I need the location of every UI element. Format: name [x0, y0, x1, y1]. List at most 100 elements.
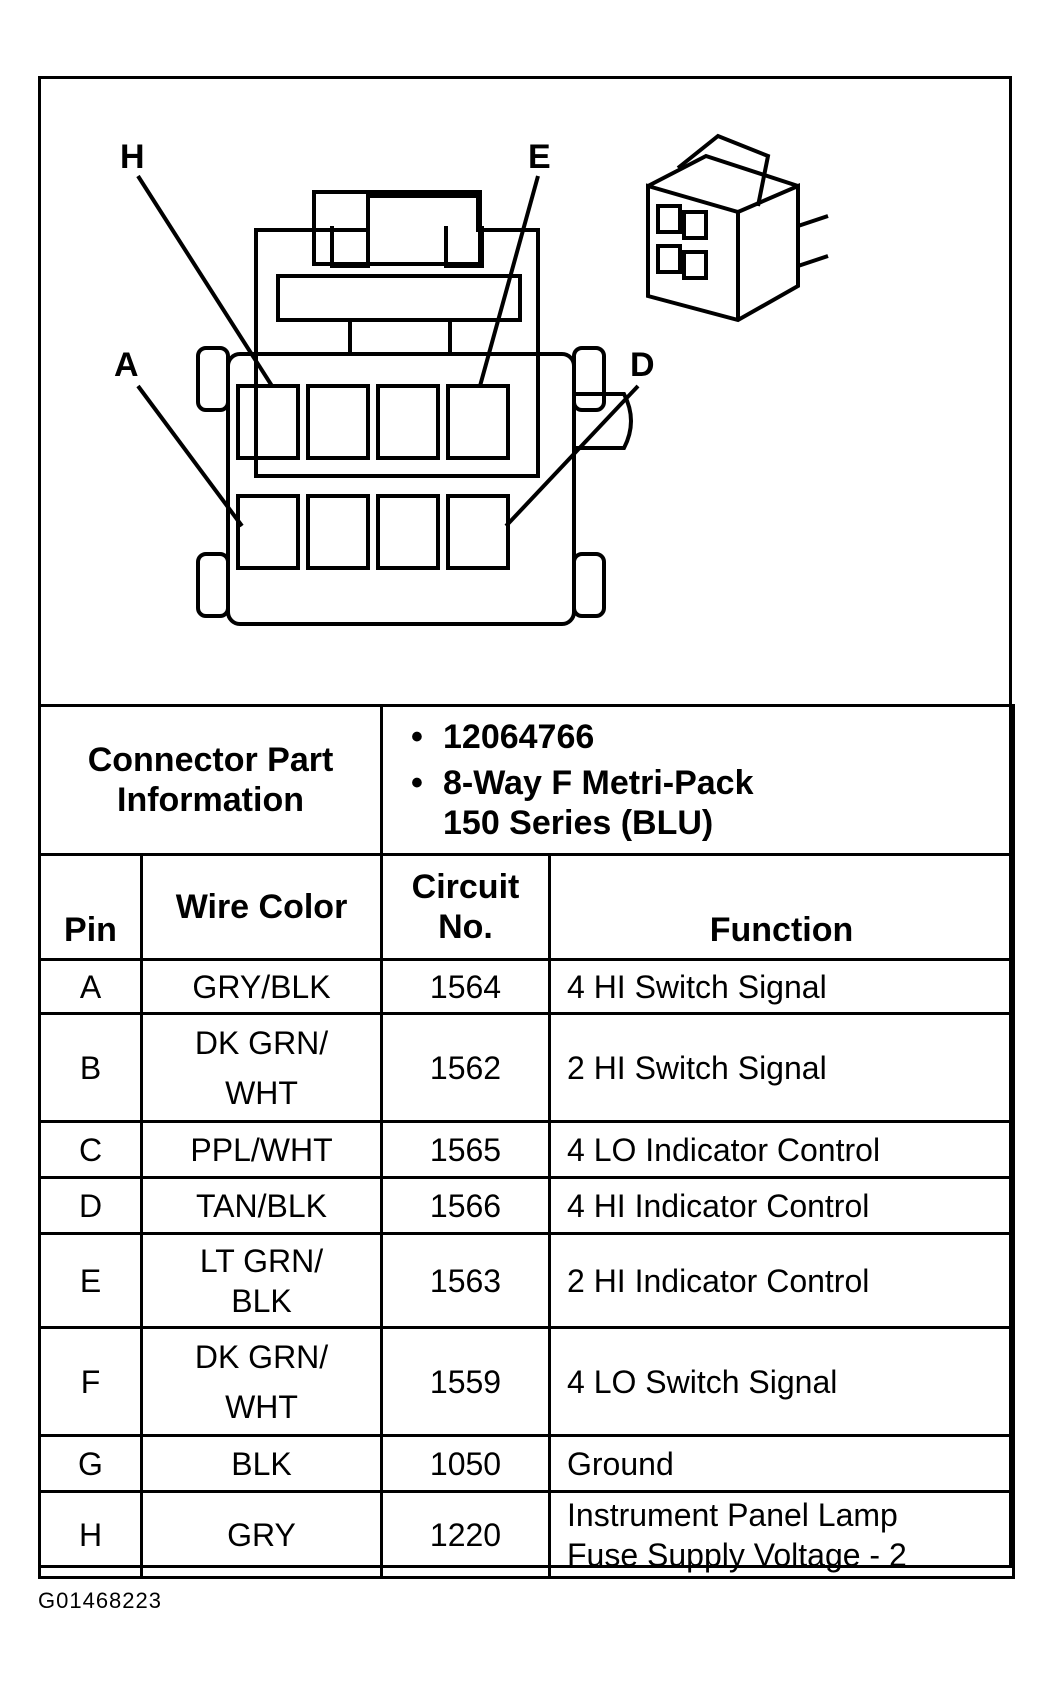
table-row: E LT GRN/BLK 1563 2 HI Indicator Control: [38, 1232, 1015, 1329]
connector-description-line2: 150 Series (BLU): [443, 804, 714, 842]
connector-3d-side: [736, 212, 829, 320]
cavity-bottom-3: [376, 494, 440, 570]
connector-diagram: H E A D: [114, 133, 829, 626]
wire-color-cell: GRY/BLK: [140, 958, 383, 1015]
label-h: H: [120, 138, 145, 176]
table-row: A GRY/BLK 1564 4 HI Switch Signal: [38, 958, 1015, 1015]
function-cell: Ground: [548, 1434, 1015, 1493]
connector-3d-cavity-4: [682, 250, 708, 280]
label-e: E: [528, 138, 551, 176]
header-circuit-line1: Circuit: [411, 868, 520, 906]
wire-color-line2: WHT: [225, 1388, 298, 1425]
connector-left-ear-bottom: [196, 552, 230, 618]
cavity-bottom-1: [236, 494, 300, 570]
pin-cell: F: [38, 1326, 143, 1437]
wire-color-line1: PPL/WHT: [190, 1131, 333, 1168]
cavity-top-4: [446, 384, 510, 460]
circuit-cell: 1559: [380, 1326, 551, 1437]
function-line1: Instrument Panel Lamp: [567, 1496, 898, 1533]
wire-color-line1: LT GRN/: [199, 1242, 324, 1279]
wire-color-line1: DK GRN/: [194, 1338, 329, 1375]
connector-3d-cavity-1: [656, 204, 682, 234]
connector-description-line1: 8-Way F Metri-Pack: [411, 763, 1012, 803]
wire-color-cell: BLK: [140, 1434, 383, 1493]
connector-left-ear-top: [196, 346, 230, 412]
connector-3d-top: [647, 153, 799, 188]
wire-color-cell: PPL/WHT: [140, 1120, 383, 1179]
wire-color-line2: BLK: [231, 1282, 292, 1319]
table-row: C PPL/WHT 1565 4 LO Indicator Control: [38, 1120, 1015, 1179]
label-d: D: [630, 346, 655, 384]
circuit-cell: 1563: [380, 1232, 551, 1329]
circuit-cell: 1220: [380, 1490, 551, 1579]
connector-latch-right-tab: [444, 226, 484, 268]
connector-3d-cavity-2: [682, 210, 708, 240]
connector-latch-bar: [276, 274, 522, 322]
function-cell: 2 HI Indicator Control: [548, 1232, 1015, 1329]
cavity-top-1: [236, 384, 300, 460]
table-row: F DK GRN/WHT 1559 4 LO Switch Signal: [38, 1326, 1015, 1437]
pin-cell: C: [38, 1120, 143, 1179]
header-wire-color-text: Wire Color: [175, 888, 348, 926]
header-circuit-line2: No.: [438, 908, 493, 946]
table-row: B DK GRN/WHT 1562 2 HI Switch Signal: [38, 1012, 1015, 1123]
leader-a: [136, 384, 244, 528]
function-cell: 4 HI Switch Signal: [548, 958, 1015, 1015]
leader-h: [136, 174, 274, 388]
label-a: A: [114, 346, 139, 384]
wire-color-cell: GRY: [140, 1490, 383, 1579]
header-function: Function: [548, 853, 1015, 961]
wire-color-line1: GRY/BLK: [192, 968, 331, 1005]
wire-color-line1: TAN/BLK: [196, 1187, 327, 1224]
wire-color-line1: BLK: [231, 1445, 292, 1482]
wire-color-cell: DK GRN/WHT: [140, 1012, 383, 1123]
pin-cell: H: [38, 1490, 143, 1579]
connector-info-label-line2: Information: [117, 781, 304, 819]
header-pin: Pin: [38, 853, 143, 961]
pin-table: Pin Wire Color Circuit No. Function A GR…: [38, 853, 1015, 1579]
connector-info-label-line1: Connector Part: [87, 741, 334, 779]
wire-color-line2: WHT: [225, 1074, 298, 1111]
connector-info-table: Connector Part Information 12064766 8-Wa…: [38, 704, 1015, 856]
wire-color-cell: TAN/BLK: [140, 1176, 383, 1235]
figure-code: G01468223: [38, 1588, 162, 1613]
connector-3d-cavity-3: [656, 244, 682, 274]
function-cell: 2 HI Switch Signal: [548, 1012, 1015, 1123]
circuit-cell: 1565: [380, 1120, 551, 1179]
circuit-cell: 1566: [380, 1176, 551, 1235]
function-cell: 4 HI Indicator Control: [548, 1176, 1015, 1235]
pin-cell: A: [38, 958, 143, 1015]
cavity-bottom-2: [306, 494, 370, 570]
circuit-cell: 1562: [380, 1012, 551, 1123]
header-circuit: Circuit No.: [380, 853, 551, 961]
connector-info-label: Connector Part Information: [38, 704, 383, 856]
wire-color-cell: LT GRN/BLK: [140, 1232, 383, 1329]
pin-cell: E: [38, 1232, 143, 1329]
cavity-top-3: [376, 384, 440, 460]
table-row: G BLK 1050 Ground: [38, 1434, 1015, 1493]
function-cell: 4 LO Switch Signal: [548, 1326, 1015, 1437]
connector-info-value: 12064766 8-Way F Metri-Pack 150 Series (…: [380, 704, 1015, 856]
pin-cell: G: [38, 1434, 143, 1493]
leader-d: [504, 384, 640, 528]
circuit-cell: 1050: [380, 1434, 551, 1493]
connector-latch-left-tab: [330, 226, 370, 268]
leader-e: [478, 175, 540, 387]
cavity-bottom-4: [446, 494, 510, 570]
pin-cell: B: [38, 1012, 143, 1123]
connector-right-ear-top: [572, 346, 606, 412]
wire-color-line1: DK GRN/: [194, 1024, 329, 1061]
cavity-top-2: [306, 384, 370, 460]
connector-3d-view: [646, 133, 829, 323]
table-row: D TAN/BLK 1566 4 HI Indicator Control: [38, 1176, 1015, 1235]
header-wire-color: Wire Color: [140, 853, 383, 961]
function-line2: Fuse Supply Voltage - 2: [567, 1536, 907, 1573]
circuit-cell: 1564: [380, 958, 551, 1015]
function-cell: 4 LO Indicator Control: [548, 1120, 1015, 1179]
connector-3d-latch: [676, 133, 771, 207]
wire-color-line1: GRY: [227, 1516, 296, 1553]
wire-color-cell: DK GRN/WHT: [140, 1326, 383, 1437]
connector-latch-bottom: [348, 318, 452, 356]
